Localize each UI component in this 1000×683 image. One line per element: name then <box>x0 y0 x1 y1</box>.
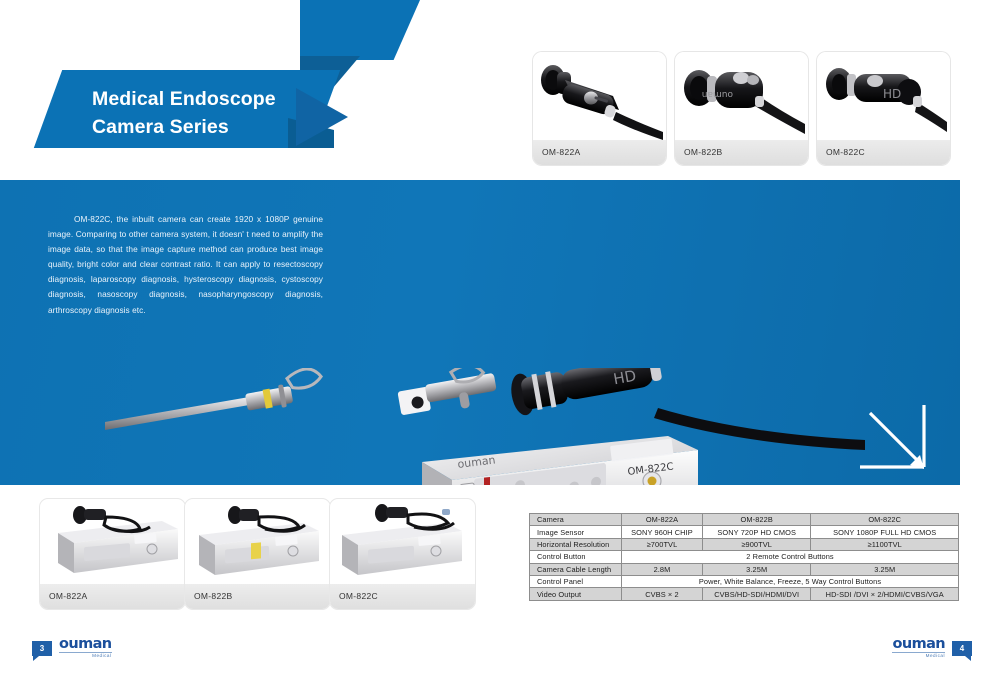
console-with-camera-icon <box>342 504 462 575</box>
spec-row-value: HD-SDI /DVI × 2/HDMI/CVBS/VGA <box>810 587 959 601</box>
page-title-line2: Camera Series <box>92 115 229 138</box>
svg-text:HD: HD <box>883 87 901 101</box>
spec-row-label: Horizontal Resolution <box>529 537 622 552</box>
spec-row-value: Power, White Balance, Freeze, 5 Way Cont… <box>621 574 959 589</box>
spec-row-value: 2.8M <box>621 562 703 576</box>
console-photo <box>185 499 330 584</box>
spec-row-label: Camera <box>529 512 622 527</box>
bottom-thumbnail-om822a[interactable]: OM-822A <box>40 499 185 609</box>
console-unit-illustration: ouman OM-822C CAMERA Power <box>422 436 698 485</box>
top-thumbnail-caption: OM-822C <box>817 140 950 165</box>
footer-right: ouman Medical 4 <box>892 635 972 661</box>
brand-logo-left: ouman Medical <box>59 637 112 659</box>
camera-head-photo <box>533 52 666 140</box>
header-ribbon: Medical Endoscope Camera Series <box>0 0 480 180</box>
endoscope-camera-head-icon: ouman <box>684 70 805 134</box>
spec-row-value: ≥1100TVL <box>810 537 959 552</box>
svg-text:ouman: ouman <box>702 89 733 99</box>
brand-name: ouman <box>59 635 112 652</box>
top-thumbnail-om822c[interactable]: HD OM-822C <box>817 52 950 165</box>
spec-row-value: OM-822B <box>701 512 812 527</box>
page-number-right: 4 <box>952 640 972 661</box>
console-photo <box>40 499 185 584</box>
bottom-thumbnail-om822b[interactable]: OM-822B <box>185 499 330 609</box>
page-number-left: 3 <box>32 640 52 661</box>
footer-left: 3 ouman Medical <box>32 637 112 661</box>
spec-row-label: Image Sensor <box>529 525 622 539</box>
top-thumbnail-caption: OM-822B <box>675 140 808 165</box>
top-thumbnail-om822a[interactable]: OM-822A <box>533 52 666 165</box>
brand-name: ouman <box>892 635 945 652</box>
spec-row-value: ≥900TVL <box>701 537 812 552</box>
spec-row-value: 2 Remote Control Buttons <box>621 550 959 564</box>
top-thumbnail-om822b[interactable]: ouman OM-822B <box>675 52 808 165</box>
brand-tagline: Medical <box>892 652 945 659</box>
bottom-thumbnail-caption: OM-822B <box>185 584 330 609</box>
endoscope-camera-head-icon <box>541 65 663 140</box>
endoscope-camera-head-icon: HD <box>826 68 947 132</box>
console-brand-label: ouman <box>457 453 496 471</box>
spec-row-label: Control Panel <box>529 574 622 589</box>
bottom-thumbnail-om822c[interactable]: OM-822C <box>330 499 475 609</box>
product-description: OM-822C, the inbuilt camera can create 1… <box>48 214 323 315</box>
spec-row-value: 3.25M <box>810 562 959 576</box>
spec-row-value: 3.25M <box>701 562 812 576</box>
camera-head-hd-marking: HD <box>612 368 638 388</box>
spec-row-label: Camera Cable Length <box>529 562 622 576</box>
camera-head-photo: ouman <box>675 52 808 140</box>
bottom-thumbnail-caption: OM-822A <box>40 584 185 609</box>
brand-logo-right: ouman Medical <box>892 635 946 659</box>
spec-row-value: SONY 1080P FULL HD CMOS <box>810 525 959 539</box>
diagonal-arrow-down-right-icon <box>860 405 926 469</box>
console-photo <box>330 499 475 584</box>
bottom-thumbnail-caption: OM-822C <box>330 584 475 609</box>
spec-row-value: CVBS × 2 <box>621 587 703 601</box>
spec-row-value: SONY 720P HD CMOS <box>701 525 812 539</box>
camera-head-photo: HD <box>817 52 950 140</box>
ribbon-tail-shape <box>300 0 420 60</box>
top-thumbnail-caption: OM-822A <box>533 140 666 165</box>
page-title: Medical Endoscope Camera Series <box>92 86 342 141</box>
console-with-camera-icon <box>58 506 178 573</box>
page-title-line1: Medical Endoscope <box>92 88 276 110</box>
brand-tagline: Medical <box>59 652 112 659</box>
spec-row-label: Control Button <box>529 550 622 564</box>
spec-row-label: Video Output <box>529 587 622 601</box>
feature-panel: OM-822C, the inbuilt camera can create 1… <box>0 180 960 485</box>
spec-row-value: CVBS/HD-SDI/HDMI/DVI <box>701 587 812 601</box>
spec-row-value: SONY 960H CHIP <box>621 525 703 539</box>
endoscope-assembly-illustration: HD <box>105 368 865 450</box>
spec-row-value: ≥700TVL <box>621 537 703 552</box>
spec-row-value: OM-822A <box>621 512 703 527</box>
spec-table-row: Horizontal Resolution≥700TVL≥900TVL≥1100… <box>529 537 959 552</box>
console-with-camera-icon <box>199 506 319 575</box>
spec-row-value: OM-822C <box>810 512 959 527</box>
